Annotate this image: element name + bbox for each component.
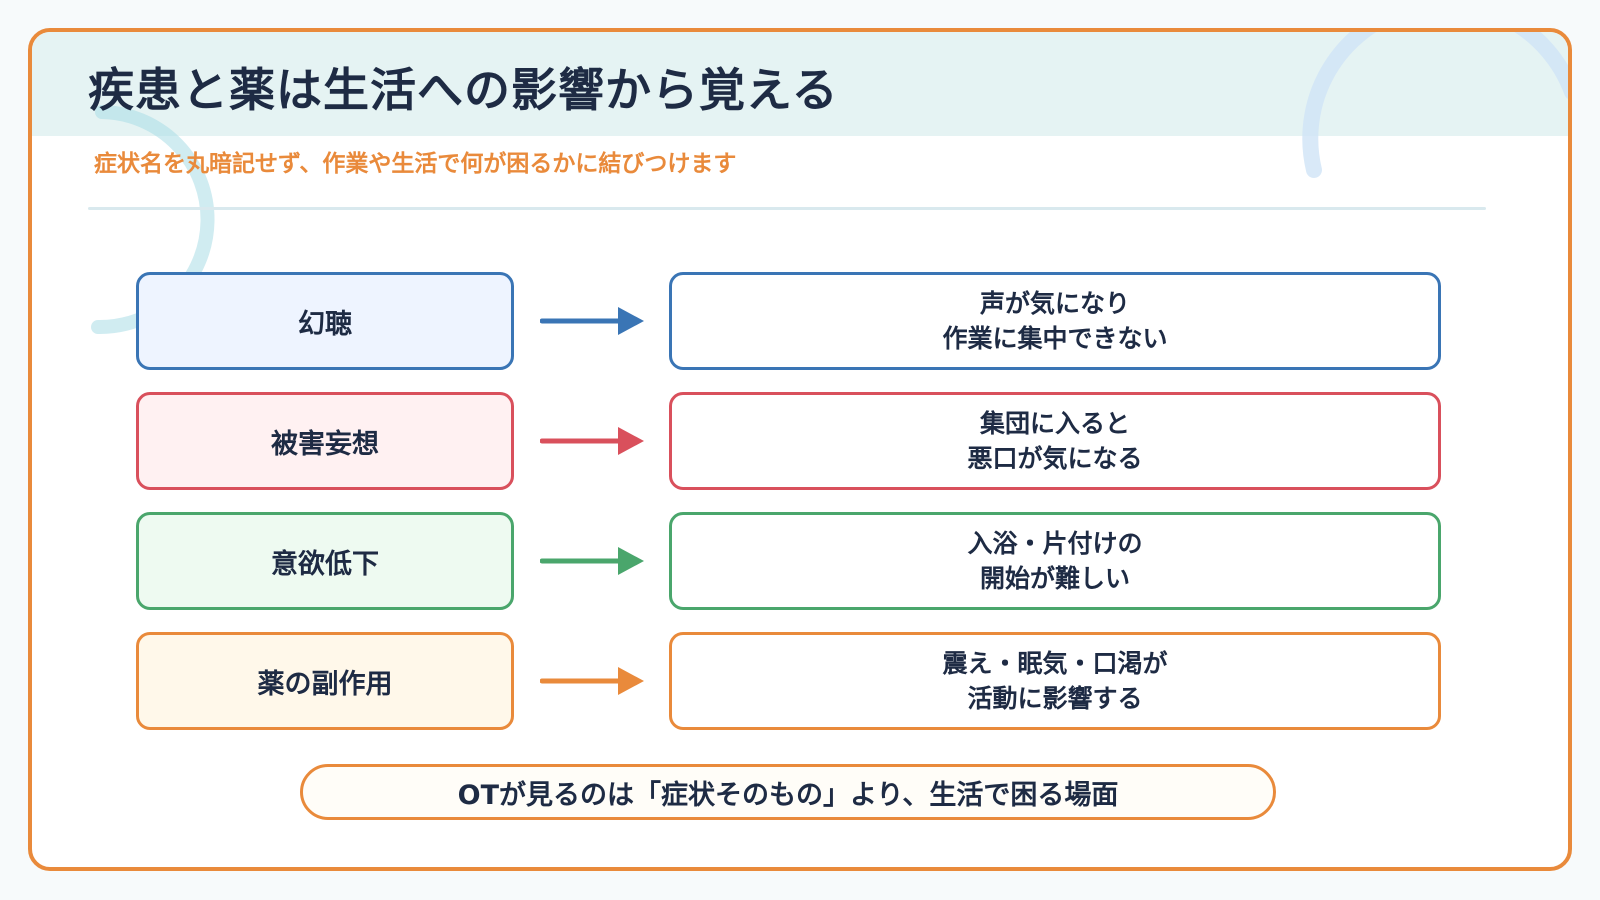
- cause-box: 意欲低下: [136, 512, 514, 610]
- effect-box: 集団に入ると 悪口が気になる: [669, 392, 1441, 490]
- cause-box: 被害妄想: [136, 392, 514, 490]
- effect-line-1: 声が気になり: [979, 289, 1130, 318]
- right-arrow-icon: [540, 307, 644, 335]
- effect-line-2: 活動に影響する: [967, 684, 1143, 713]
- effect-line-2: 開始が難しい: [979, 564, 1130, 593]
- divider: [88, 207, 1486, 210]
- right-arrow-icon: [540, 547, 644, 575]
- effect-box: 声が気になり 作業に集中できない: [669, 272, 1441, 370]
- effect-box: 震え・眠気・口渇が 活動に影響する: [669, 632, 1441, 730]
- mapping-row-avolition: 意欲低下 入浴・片付けの 開始が難しい: [32, 512, 1568, 610]
- page-subtitle: 症状名を丸暗記せず、作業や生活で何が困るかに結びつけます: [94, 151, 737, 177]
- effect-line-2: 悪口が気になる: [967, 444, 1143, 473]
- footer-summary-pill: OTが見るのは「症状そのもの」より、生活で困る場面: [300, 764, 1276, 820]
- effect-line-2: 作業に集中できない: [942, 324, 1168, 353]
- cause-box: 薬の副作用: [136, 632, 514, 730]
- page-title: 疾患と薬は生活への影響から覚える: [88, 63, 839, 117]
- effect-line-1: 集団に入ると: [979, 409, 1130, 438]
- effect-line-1: 入浴・片付けの: [967, 529, 1143, 558]
- cause-box: 幻聴: [136, 272, 514, 370]
- effect-line-1: 震え・眠気・口渇が: [942, 649, 1168, 678]
- effect-box: 入浴・片付けの 開始が難しい: [669, 512, 1441, 610]
- mapping-row-persecutory-delusion: 被害妄想 集団に入ると 悪口が気になる: [32, 392, 1568, 490]
- mapping-row-hallucination: 幻聴 声が気になり 作業に集中できない: [32, 272, 1568, 370]
- mapping-row-side-effects: 薬の副作用 震え・眠気・口渇が 活動に影響する: [32, 632, 1568, 730]
- right-arrow-icon: [540, 667, 644, 695]
- right-arrow-icon: [540, 427, 644, 455]
- slide-frame: 疾患と薬は生活への影響から覚える 症状名を丸暗記せず、作業や生活で何が困るかに結…: [28, 28, 1572, 871]
